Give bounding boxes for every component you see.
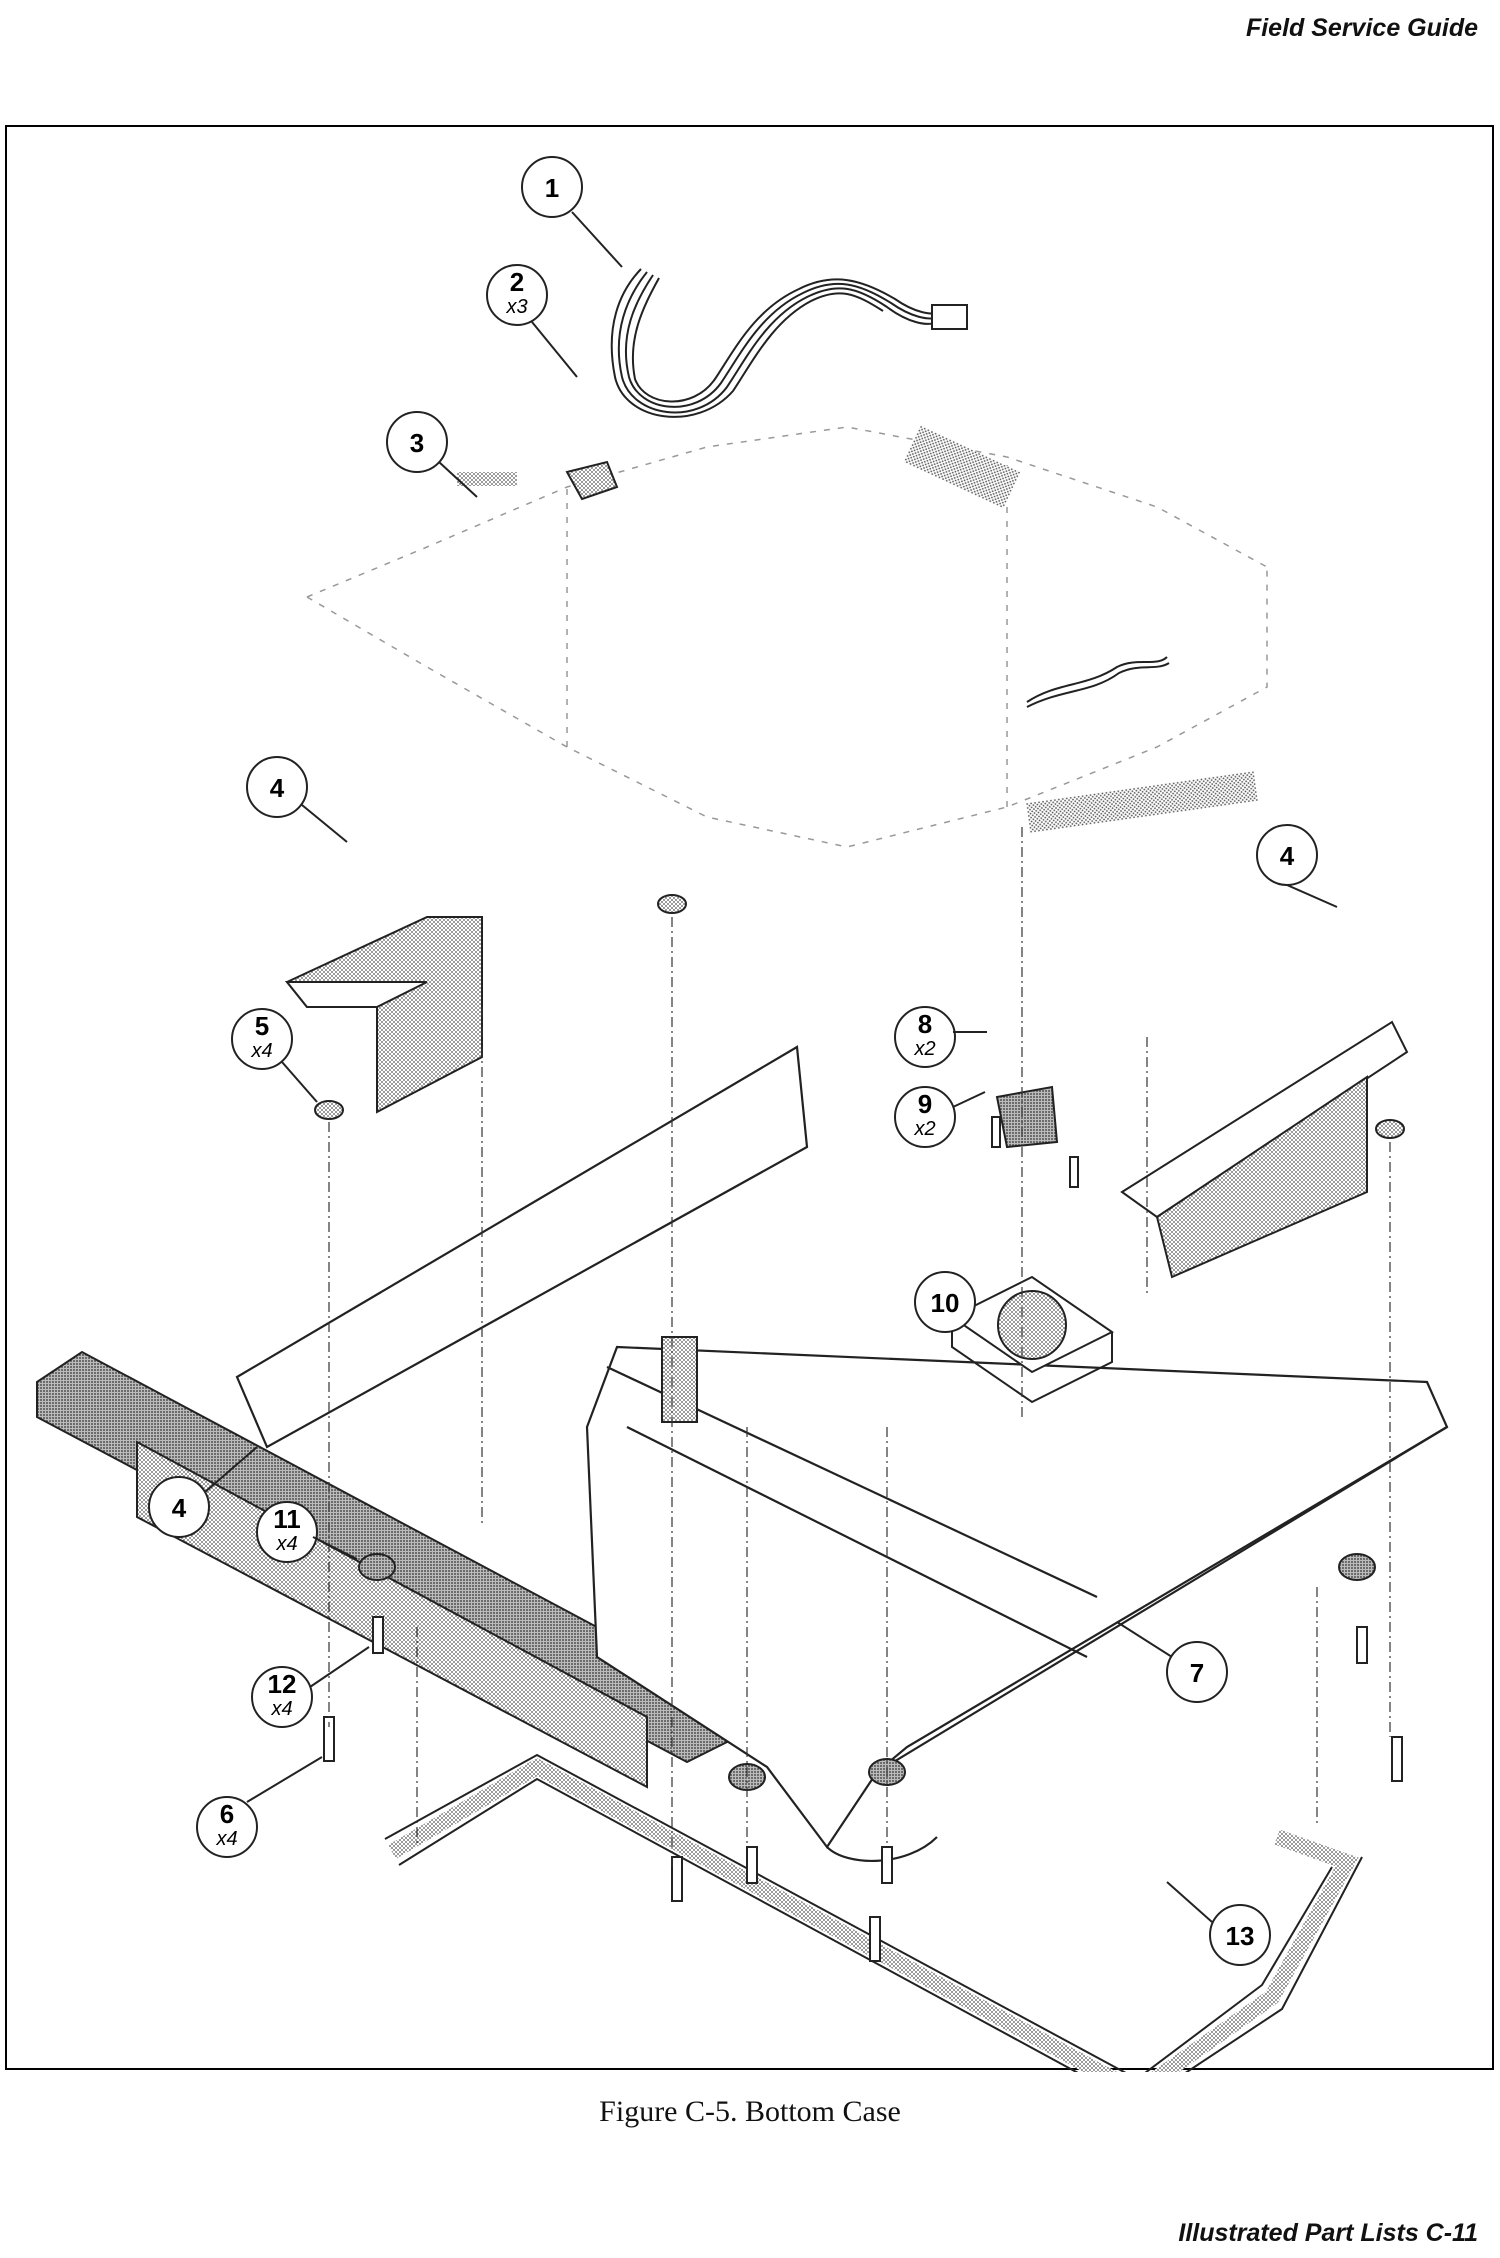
callout-5: 5x4 bbox=[231, 1008, 293, 1070]
callout-3: 3 bbox=[386, 411, 448, 473]
callout-leader bbox=[571, 211, 623, 268]
callout-number: 4 bbox=[172, 1493, 187, 1523]
bottom-case-tray bbox=[235, 1045, 1449, 1862]
cooling-fan bbox=[950, 1275, 1114, 1404]
callout-leader bbox=[312, 1536, 358, 1560]
callout-number: 13 bbox=[1226, 1921, 1255, 1951]
running-footer: Illustrated Part Lists C-11 bbox=[1178, 2219, 1478, 2247]
assembly-guide-lines bbox=[328, 827, 1391, 1867]
callout-6: 6x4 bbox=[196, 1796, 258, 1858]
callout-2: 2x3 bbox=[486, 264, 548, 326]
callout-number: 10 bbox=[931, 1288, 960, 1318]
callout-number: 2 bbox=[510, 267, 524, 297]
callout-leader bbox=[1286, 884, 1338, 908]
fan-bracket bbox=[995, 1085, 1059, 1149]
callout-number: 12 bbox=[268, 1669, 297, 1699]
callout-number: 6 bbox=[220, 1799, 234, 1829]
callout-leader bbox=[1166, 1881, 1213, 1923]
callout-4-right: 4 bbox=[1256, 824, 1318, 886]
callout-number: 8 bbox=[918, 1009, 932, 1039]
callout-number: 1 bbox=[545, 173, 559, 203]
clip-part bbox=[565, 460, 619, 501]
cable-assembly bbox=[610, 268, 1170, 708]
callout-quantity: x4 bbox=[270, 1698, 292, 1720]
callout-leader bbox=[1116, 1621, 1173, 1658]
callout-number: 9 bbox=[918, 1089, 932, 1119]
callout-10: 10 bbox=[914, 1271, 976, 1333]
tray-standoff bbox=[661, 1336, 698, 1423]
callout-7: 7 bbox=[1166, 1641, 1228, 1703]
callout-number: 7 bbox=[1190, 1658, 1204, 1688]
left-side-shield bbox=[284, 916, 483, 1114]
callout-leader bbox=[952, 1091, 986, 1108]
top-case-ghost bbox=[306, 426, 1268, 848]
right-side-shield bbox=[1120, 1020, 1409, 1279]
callout-number: 4 bbox=[270, 773, 285, 803]
callout-quantity: x4 bbox=[275, 1533, 297, 1555]
callout-4-front: 4 bbox=[148, 1476, 210, 1538]
callout-leader bbox=[281, 1061, 318, 1103]
callout-leader bbox=[531, 321, 578, 378]
callout-8: 8x2 bbox=[894, 1006, 956, 1068]
top-case-shading bbox=[903, 425, 1021, 509]
hardware-items bbox=[314, 894, 1405, 1962]
callout-leader bbox=[301, 804, 348, 843]
callout-quantity: x4 bbox=[215, 1828, 237, 1850]
callout-leader bbox=[246, 1756, 323, 1803]
callout-number: 5 bbox=[255, 1011, 269, 1041]
base-gasket bbox=[384, 1753, 1363, 2072]
callout-quantity: x4 bbox=[250, 1040, 272, 1062]
callout-1: 1 bbox=[521, 156, 583, 218]
callout-4-left: 4 bbox=[246, 756, 308, 818]
top-case-shading bbox=[457, 472, 517, 486]
bottom-case-drawing: 1 2x3 3 4 4 4 5x4 6x4 7 8x2 9x2 10 11x4 … bbox=[36, 156, 1449, 2072]
callout-9: 9x2 bbox=[894, 1086, 956, 1148]
callout-leader bbox=[204, 1446, 258, 1493]
callout-quantity: x2 bbox=[913, 1038, 935, 1060]
top-case-shading bbox=[1026, 771, 1258, 833]
callout-number: 3 bbox=[410, 428, 424, 458]
callout-13: 13 bbox=[1209, 1904, 1271, 1966]
figure-caption: Figure C-5. Bottom Case bbox=[599, 2095, 901, 2128]
callout-number: 11 bbox=[273, 1504, 301, 1534]
callout-number: 4 bbox=[1280, 841, 1295, 871]
cable-connector bbox=[931, 304, 968, 330]
callout-quantity: x2 bbox=[913, 1118, 935, 1140]
running-header: Field Service Guide bbox=[1245, 14, 1478, 42]
callout-quantity: x3 bbox=[505, 296, 527, 318]
callout-leader bbox=[438, 461, 478, 498]
callout-leader bbox=[309, 1646, 370, 1688]
